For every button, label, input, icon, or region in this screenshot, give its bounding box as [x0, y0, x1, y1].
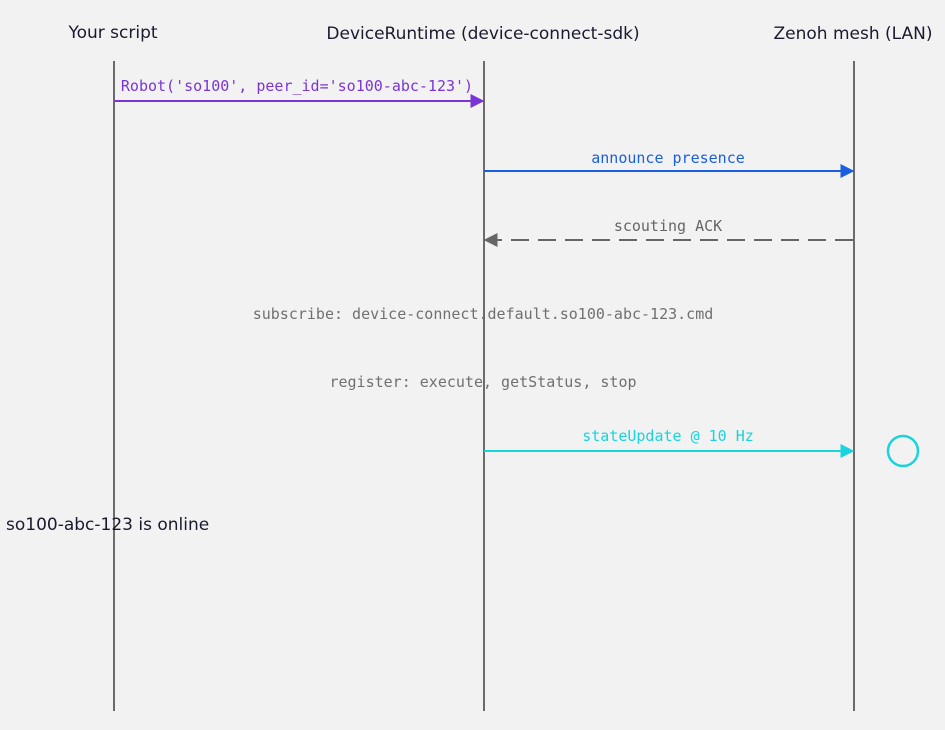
participant-zenoh-mesh: Zenoh mesh (LAN): [774, 24, 933, 44]
participant-your-script: Your script: [67, 23, 157, 43]
pulse-circle-icon: [886, 434, 920, 468]
message-state-label: stateUpdate @ 10 Hz: [582, 427, 754, 445]
message-announce-label: announce presence: [591, 149, 745, 167]
participant-device-runtime: DeviceRuntime (device-connect-sdk): [326, 24, 639, 44]
status-online-text: so100-abc-123 is online: [6, 515, 209, 535]
note-subscribe: subscribe: device-connect.default.so100-…: [253, 305, 714, 323]
message-ack-label: scouting ACK: [614, 217, 722, 235]
note-register: register: execute, getStatus, stop: [329, 373, 636, 391]
message-robot-label: Robot('so100', peer_id='so100-abc-123'): [121, 77, 473, 95]
